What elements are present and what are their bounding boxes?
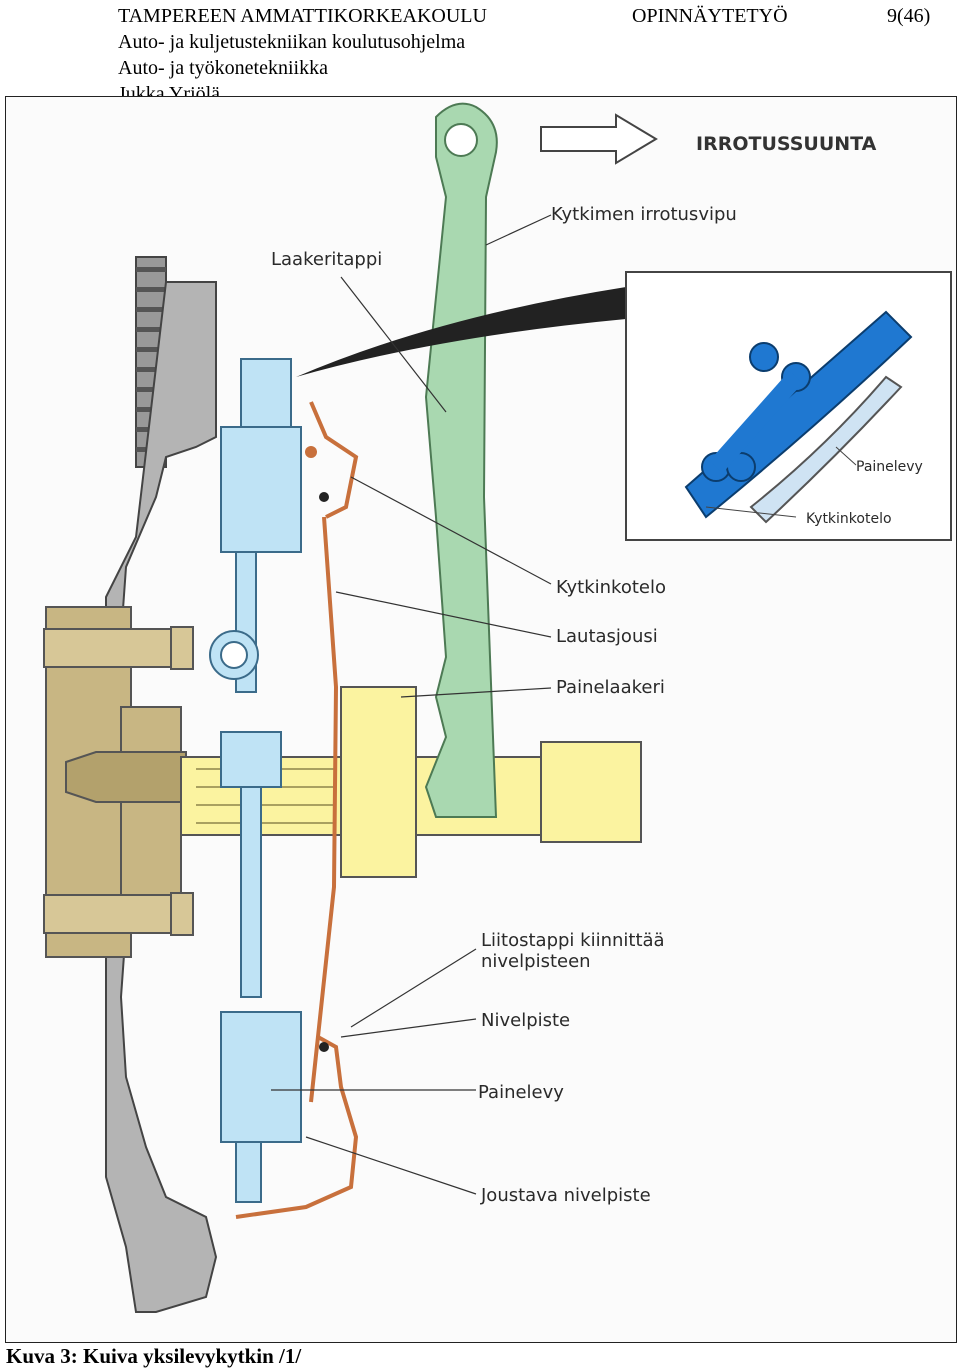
specialization-name: Auto- ja työkonetekniikka	[118, 57, 328, 79]
figure-caption: Kuva 3: Kuiva yksilevykytkin /1/	[6, 1344, 302, 1368]
release-lever-label: Kytkimen irrotusvipu	[551, 204, 737, 225]
pressure-plate-assembly	[209, 358, 302, 1203]
crankshaft-flange	[43, 606, 194, 958]
inset-pressure-plate-label: Painelevy	[856, 459, 923, 475]
bearing-pin-label: Laakeritappi	[271, 249, 382, 270]
school-name: TAMPEREEN AMMATTIKORKEAKOULU	[118, 5, 487, 27]
clutch-housing-label: Kytkinkotelo	[556, 577, 666, 598]
leader-lines	[271, 214, 552, 1195]
inset-detail: Painelevy Kytkinkotelo	[625, 271, 952, 541]
diaphragm-spring	[235, 401, 359, 1219]
rivet-label-line1: Liitostappi kiinnittää	[481, 930, 665, 951]
inset-clutch-housing-label: Kytkinkotelo	[806, 511, 892, 527]
direction-arrow-icon	[540, 113, 658, 165]
flexible-pivot-label: Joustava nivelpiste	[480, 1185, 651, 1206]
rivet-label-line2: nivelpisteen	[481, 951, 591, 972]
program-name: Auto- ja kuljetustekniikan koulutusohjel…	[118, 31, 466, 53]
release-bearing-label: Painelaakeri	[556, 677, 665, 698]
diaphragm-spring-label: Lautasjousi	[556, 626, 658, 647]
clutch-figure: IRROTUSSUUNTA Painelevy Kytkinkotelo Kyt…	[5, 96, 957, 1343]
page-number: 9(46)	[887, 5, 931, 27]
inset-pointer	[296, 287, 626, 377]
pivot-point-label: Nivelpiste	[481, 1010, 570, 1031]
document-type: OPINNÄYTETYÖ	[632, 5, 788, 27]
release-lever	[424, 102, 498, 818]
pressure-plate-label: Painelevy	[478, 1082, 564, 1103]
flywheel	[105, 256, 218, 1313]
direction-label: IRROTUSSUUNTA	[696, 133, 877, 155]
